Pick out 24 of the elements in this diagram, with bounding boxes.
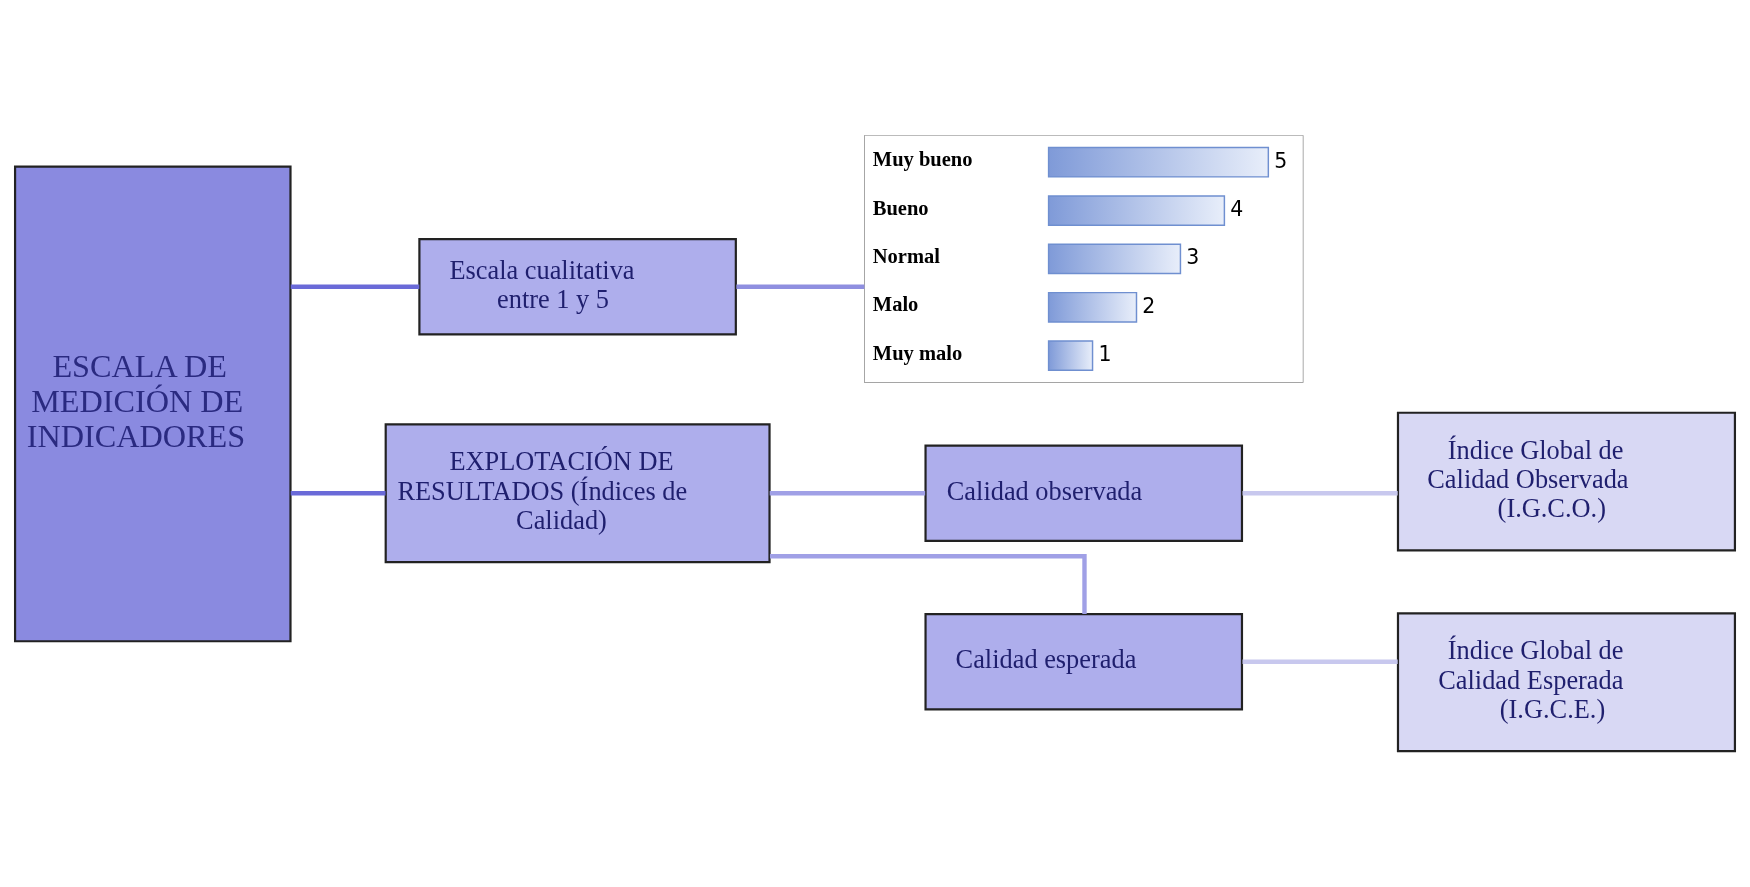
- connector: [769, 491, 926, 496]
- data-label: 2: [1142, 293, 1156, 318]
- connector: [290, 284, 420, 289]
- node-box: ESCALA DE MEDICIÓN DE INDICADORES: [13, 165, 292, 643]
- node-box: Índice Global de Calidad Observada (I.G.C.O.): [1396, 411, 1737, 552]
- y-tick-label: Malo: [872, 293, 919, 316]
- y-tick-label: Bueno: [872, 196, 929, 219]
- data-label: 5: [1274, 148, 1288, 173]
- y-tick-label: Muy malo: [872, 341, 963, 365]
- y-tick-label: Muy bueno: [872, 148, 973, 172]
- data-label: 1: [1098, 342, 1112, 367]
- node-box: Calidad esperada: [924, 613, 1244, 711]
- node-box: Calidad observada: [924, 444, 1244, 542]
- node-box: Escala cualitativa entre 1 y 5: [418, 238, 737, 336]
- data-label: 3: [1186, 245, 1200, 270]
- y-tick-label: Normal: [872, 244, 941, 267]
- connector: [736, 284, 865, 289]
- connector: [1242, 659, 1398, 664]
- connector: [769, 554, 1087, 614]
- node-box: Índice Global de Calidad Esperada (I.G.C.E.): [1396, 612, 1737, 753]
- data-label: 4: [1230, 196, 1244, 221]
- node-box: EXPLOTACIÓN DE RESULTADOS (Índices de Calidad): [384, 423, 771, 564]
- connector: [1242, 491, 1398, 496]
- connector: [290, 491, 386, 496]
